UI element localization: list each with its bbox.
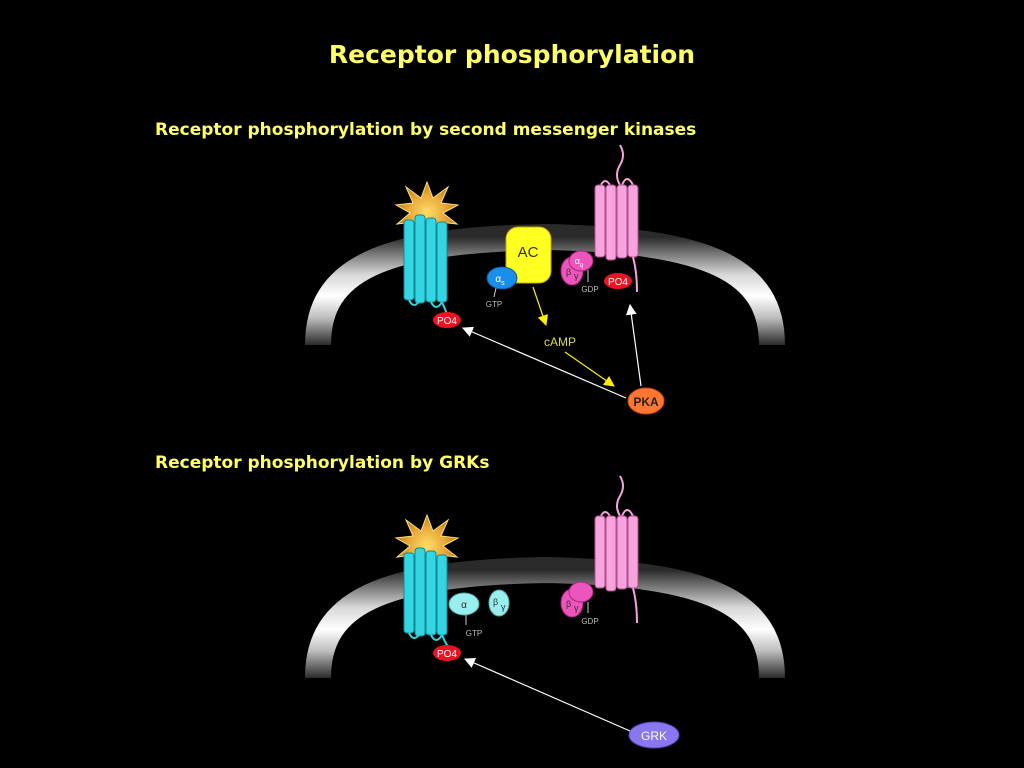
receptor-cyan-left-2 bbox=[403, 547, 451, 649]
pka-kinase bbox=[627, 387, 665, 415]
gamma-label: γ bbox=[574, 271, 579, 281]
arrow-camp-to-pka bbox=[564, 351, 615, 387]
gdp-label: GDP bbox=[581, 285, 598, 294]
gamma-free-label: γ bbox=[501, 602, 506, 612]
section-heading-grks: Receptor phosphorylation by GRKs bbox=[155, 453, 490, 473]
panel-grks: PO4 α GTP β γ β γ GDP GRK bbox=[305, 475, 785, 749]
beta-gamma-free bbox=[488, 589, 510, 617]
alpha-q-subunit bbox=[568, 250, 594, 272]
alpha-free-label: α bbox=[461, 600, 467, 611]
ac-label: AC bbox=[518, 244, 539, 261]
po4-badge-right bbox=[604, 273, 632, 289]
gamma-label-2: γ bbox=[574, 603, 579, 613]
arrow-ac-to-camp bbox=[532, 286, 548, 327]
arrow-pka-to-right-receptor bbox=[625, 303, 642, 387]
receptor-pink-right-2 bbox=[594, 475, 639, 624]
alpha-subunit-free bbox=[448, 592, 480, 616]
camp-label: cAMP bbox=[544, 335, 576, 349]
grk-kinase bbox=[628, 721, 680, 749]
beta-free-label: β bbox=[493, 597, 498, 607]
gdp-label-2: GDP bbox=[581, 617, 598, 626]
po4-badge-grk bbox=[433, 645, 461, 661]
alpha-subunit-bound bbox=[568, 581, 594, 603]
po4-badge-left bbox=[433, 312, 461, 328]
gtp-label-2: GTP bbox=[466, 629, 482, 638]
membrane-arc-2 bbox=[305, 556, 785, 679]
arrow-grk-to-po4 bbox=[464, 657, 631, 732]
gtp-label: GTP bbox=[486, 300, 502, 309]
panel-second-messenger: PO4 AC αs GTP cAMP β γ αq GDP P bbox=[305, 144, 785, 415]
alpha-s-label: αs bbox=[495, 274, 505, 287]
slide-title: Receptor phosphorylation bbox=[328, 40, 696, 69]
po4-grk-text: PO4 bbox=[437, 649, 457, 660]
alpha-q-label: αq bbox=[575, 256, 584, 269]
alpha-s-subunit bbox=[486, 266, 518, 290]
receptor-cyan-left bbox=[403, 214, 451, 323]
beta-label-2: β bbox=[566, 599, 571, 609]
receptor-pink-right bbox=[594, 144, 639, 293]
beta-label: β bbox=[566, 267, 571, 277]
arrow-pka-to-left-po4 bbox=[462, 326, 627, 399]
pka-label: PKA bbox=[633, 395, 659, 409]
po4-right-text: PO4 bbox=[608, 277, 628, 288]
po4-left-text: PO4 bbox=[437, 316, 457, 327]
ac-enzyme bbox=[505, 226, 552, 284]
section-heading-second-messenger: Receptor phosphorylation by second messe… bbox=[155, 120, 697, 140]
grk-label: GRK bbox=[641, 729, 667, 743]
